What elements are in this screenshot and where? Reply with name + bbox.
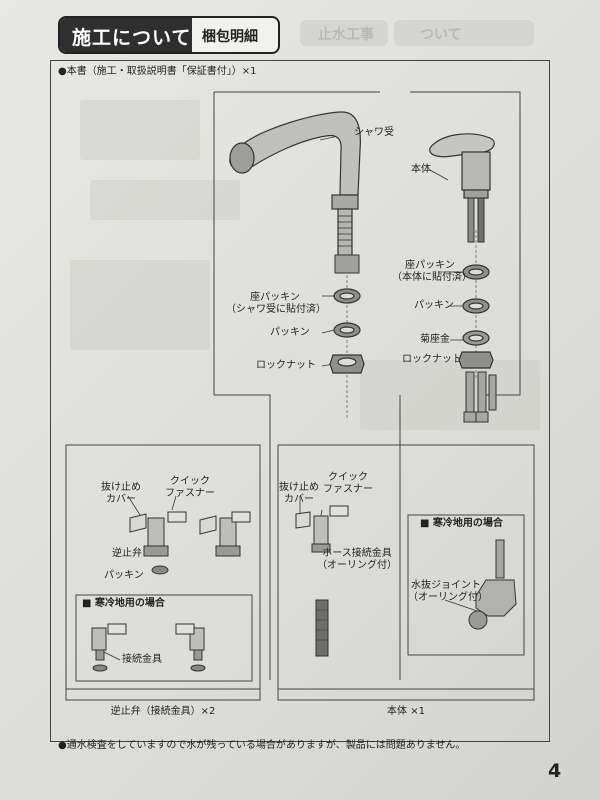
- packing-left-label: パッキン: [270, 327, 310, 338]
- section-title: 施工について: [72, 27, 192, 49]
- drain-joint-label-2: （オーリング付）: [408, 592, 488, 603]
- faded-text-2: ついて: [420, 27, 462, 43]
- left-packing-label: パッキン: [104, 570, 144, 581]
- seat-packing-body-label-2: （本体に貼付済）: [392, 272, 472, 283]
- left-quick-label-1: クイック: [170, 476, 210, 487]
- left-caption: 逆止弁（接続金具）×2: [110, 706, 216, 717]
- right-bracket: [277, 689, 535, 701]
- hose-fitting-label-1: ホース接続金具: [322, 548, 392, 559]
- bleed-through-2: [90, 180, 240, 220]
- section-header: 施工について 梱包明細: [58, 16, 280, 54]
- right-cold-box: [407, 514, 525, 656]
- right-subbox: [277, 444, 535, 690]
- body-label: 本体: [411, 164, 431, 175]
- seat-packing-body-label-1: 座パッキン: [405, 260, 455, 271]
- left-bracket: [65, 689, 261, 701]
- left-cold-box: [75, 594, 253, 682]
- intro-note: ●本書（施工・取扱説明書「保証書付」）×1: [58, 66, 257, 77]
- faded-tab-2: [394, 20, 534, 46]
- page-number: 4: [548, 760, 562, 782]
- check-valve-a: [147, 517, 165, 549]
- drain-joint: [475, 579, 517, 617]
- faded-tab-1: [300, 20, 388, 46]
- kiku-washer-label: 菊座金: [420, 334, 450, 345]
- footer-note: ●通水検査をしていますので水が残っている場合がありますが、製品には問題ありません…: [58, 740, 466, 751]
- hose-fitting: [313, 515, 329, 545]
- left-stop-cover-label-2: カバー: [106, 494, 136, 505]
- seat-packing-shower-label-1: 座パッキン: [250, 292, 300, 303]
- packing-right-label: パッキン: [414, 300, 454, 311]
- subsection-title: 梱包明細: [202, 29, 258, 45]
- check-valve-label: 逆止弁: [112, 548, 142, 559]
- left-cold-title: ■ 寒冷地用の場合: [82, 598, 165, 609]
- upper-right-frame: [410, 91, 521, 396]
- right-quick-label-1: クイック: [328, 472, 368, 483]
- right-quick-label-2: ファスナー: [323, 484, 373, 495]
- connector-label: 接続金具: [122, 654, 162, 665]
- faucet-lever: [429, 133, 495, 158]
- right-cold-title: ■ 寒冷地用の場合: [420, 518, 503, 529]
- left-quick-label-2: ファスナー: [165, 488, 215, 499]
- shower-label: シャワ受: [354, 127, 394, 138]
- drain-joint-label-1: 水抜ジョイント: [411, 580, 481, 591]
- right-stop-cover-label-1: 抜け止め: [279, 482, 319, 493]
- right-stop-cover-label-2: カバー: [284, 494, 314, 505]
- left-stop-cover-label-1: 抜け止め: [101, 482, 141, 493]
- faded-text-1: 止水工事: [318, 27, 374, 43]
- seat-packing-shower-label-2: （シャワ受に貼付済）: [226, 304, 326, 315]
- content-frame: [50, 60, 550, 742]
- hose-coil: [315, 599, 329, 657]
- hose-fitting-label-2: （オーリング付）: [317, 560, 397, 571]
- locknut-left-label: ロックナット: [256, 360, 316, 371]
- bleed-through-1: [80, 100, 200, 160]
- bleed-through-3: [70, 260, 210, 350]
- upper-left-frame: [213, 92, 271, 680]
- right-caption: 本体 ×1: [387, 706, 425, 717]
- section-header-dark: [60, 18, 192, 52]
- locknut-right: [458, 351, 494, 369]
- left-subbox: [65, 444, 261, 690]
- locknut-right-label: ロックナット: [402, 354, 462, 365]
